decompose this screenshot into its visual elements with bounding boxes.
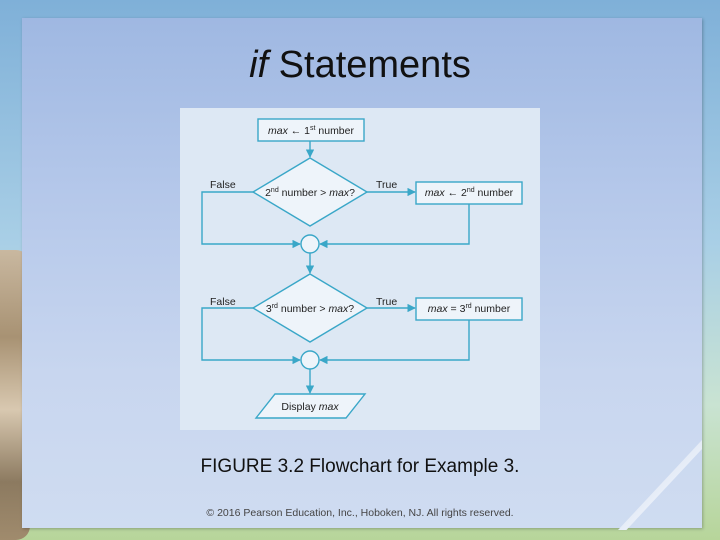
arrow-false-1 [201,191,301,249]
arrow-assign-2-to-junction [319,320,470,365]
true-label-1: True [376,179,397,191]
title-keyword: if [249,44,269,86]
arrow-false-2 [201,307,301,365]
copyright-notice: © 2016 Pearson Education, Inc., Hoboken,… [206,507,514,519]
start-box-label: max ← 1st number [268,125,355,137]
decision-1-diamond [251,157,369,227]
decision-1-label: 2nd number > max? [265,187,355,199]
junction-2 [300,350,320,370]
start-box [257,118,365,142]
false-label-1: False [210,179,236,191]
figure-caption: FIGURE 3.2 Flowchart for Example 3. [200,456,520,477]
decision-2-diamond [251,273,369,343]
flowchart-figure: max ← 1st number 2nd number > max? max ←… [180,108,540,430]
true-label-2: True [376,296,397,308]
slide-title: if Statements [0,44,720,87]
output-parallelogram [254,393,367,419]
false-label-2: False [210,296,236,308]
junction-1 [300,234,320,254]
flowchart-svg: max ← 1st number 2nd number > max? max ←… [201,118,523,419]
assign-2-label: max = 3rd number [428,303,511,315]
title-text: Statements [268,44,471,86]
arrow-assign-1-to-junction [319,204,470,249]
assign-1-label: max ← 2nd number [425,187,514,199]
decision-2-label: 3rd number > max? [266,303,354,315]
output-label: Display max [281,401,339,413]
